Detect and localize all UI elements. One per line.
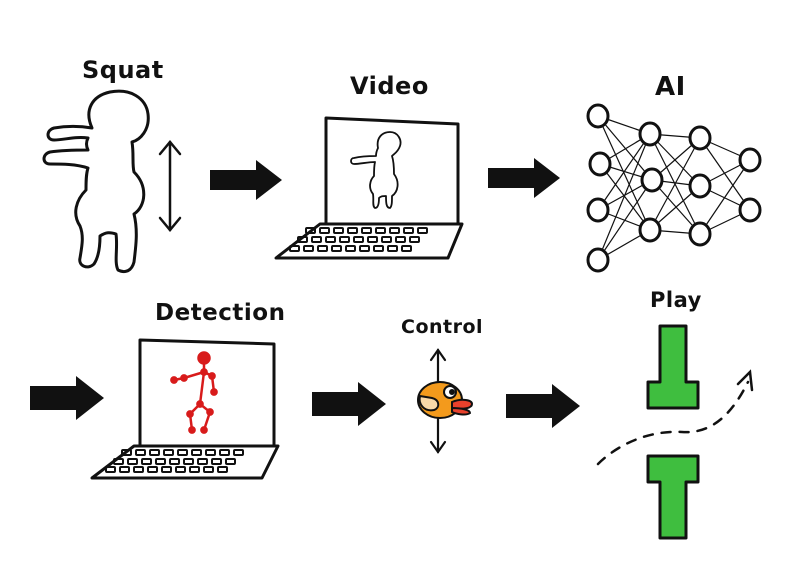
laptop-icon xyxy=(274,116,464,260)
right-arrow-icon xyxy=(506,384,580,428)
person-squat-icon xyxy=(42,89,150,274)
step-label-play: Play xyxy=(650,288,702,312)
step-label-video: Video xyxy=(350,72,429,100)
right-arrow-icon xyxy=(30,376,104,420)
up-down-arrow-icon xyxy=(158,140,182,232)
right-arrow-icon xyxy=(488,158,560,198)
neural-network-icon xyxy=(586,103,762,273)
step-label-control: Control xyxy=(401,316,484,338)
laptop-icon xyxy=(90,338,280,480)
step-label-detection: Detection xyxy=(155,300,286,326)
step-label-ai: AI xyxy=(655,72,686,102)
right-arrow-icon xyxy=(210,160,282,200)
pipe-icon xyxy=(646,324,700,410)
flappy-bird-icon xyxy=(417,381,474,419)
right-arrow-icon xyxy=(312,382,386,426)
person-squat-icon xyxy=(350,131,402,209)
pipe-icon xyxy=(646,454,700,540)
skeleton-icon xyxy=(170,351,218,434)
step-label-squat: Squat xyxy=(82,56,164,84)
dashed-path-arrow-icon xyxy=(596,369,754,466)
